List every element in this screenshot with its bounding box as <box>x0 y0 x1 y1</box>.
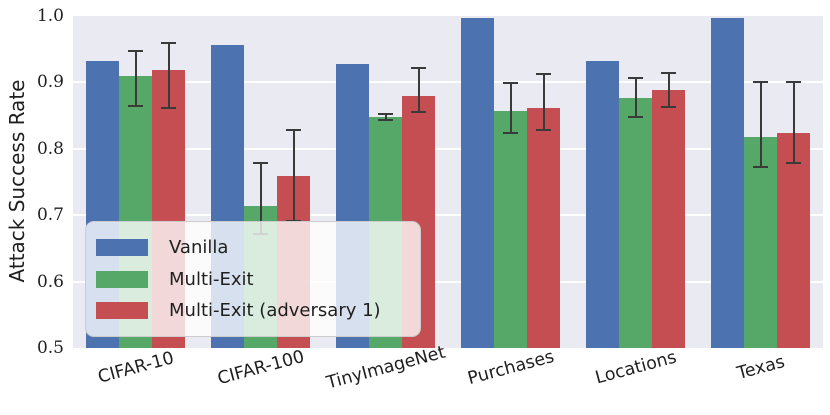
error-line <box>167 42 170 108</box>
y-tick-0.7: 0.7 <box>36 205 64 226</box>
legend-label-vanilla: Vanilla <box>169 236 229 258</box>
legend: Vanilla Multi-Exit Multi-Exit (adversary… <box>85 221 421 337</box>
y-axis-label: Attack Success Rate <box>5 79 29 283</box>
y-tick-1.0: 1.0 <box>36 6 64 26</box>
bar-slot-vanilla-locations <box>586 16 619 348</box>
error-line <box>509 83 512 133</box>
error-cap-bottom <box>536 129 551 132</box>
error-bar-multi-exit-texas <box>753 81 768 168</box>
y-tick-0.6: 0.6 <box>36 271 64 292</box>
x-tick-purchases: Purchases <box>465 346 556 390</box>
x-tick-texas: Texas <box>734 352 787 384</box>
error-line <box>292 130 295 222</box>
error-cap-top <box>161 41 176 44</box>
legend-swatch-multi-exit <box>96 270 148 288</box>
legend-row-vanilla: Vanilla <box>96 237 410 258</box>
gridline-0.9 <box>73 81 823 84</box>
bar-multi-exit-texas <box>744 136 777 348</box>
bar-slot-multi-exit-adversary-1-purchases <box>527 16 560 348</box>
bar-slot-multi-exit-adversary-1-texas <box>777 16 810 348</box>
legend-row-multi-exit: Multi-Exit <box>96 269 410 290</box>
error-bar-multi-exit-tinyimagenet <box>378 112 393 122</box>
error-cap-bottom <box>628 115 643 118</box>
error-line <box>792 81 795 163</box>
error-cap-top <box>503 82 518 85</box>
error-line <box>634 78 637 117</box>
bar-multi-exit-adversary-1-purchases <box>527 107 560 348</box>
y-tick-0.8: 0.8 <box>36 138 64 159</box>
x-tick-cifar-100: CIFAR-100 <box>214 346 307 390</box>
error-cap-top <box>378 112 393 115</box>
error-bar-multi-exit-locations <box>628 77 643 118</box>
bar-multi-exit-locations <box>619 98 652 348</box>
legend-row-multi-exit-adversary: Multi-Exit (adversary 1) <box>96 300 410 321</box>
error-cap-bottom <box>378 119 393 122</box>
error-bar-multi-exit-adversary-1-tinyimagenet <box>411 67 426 114</box>
error-line <box>134 51 137 107</box>
bar-slot-multi-exit-locations <box>619 16 652 348</box>
error-cap-top <box>128 50 143 53</box>
error-cap-bottom <box>128 105 143 108</box>
x-tick-tinyimagenet: TinyImageNet <box>323 342 448 394</box>
gridline-0.6 <box>73 280 823 283</box>
y-tick-0.5: 0.5 <box>36 338 64 358</box>
error-cap-bottom <box>411 111 426 114</box>
bar-slot-vanilla-purchases <box>461 16 494 348</box>
error-cap-bottom <box>661 105 676 108</box>
error-line <box>417 68 420 113</box>
bar-vanilla-locations <box>586 60 619 348</box>
error-cap-top <box>536 73 551 76</box>
bar-slot-multi-exit-texas <box>744 16 777 348</box>
group-purchases <box>448 16 573 348</box>
error-line <box>759 82 762 167</box>
legend-label-multi-exit: Multi-Exit <box>169 268 254 290</box>
error-cap-bottom <box>161 106 176 109</box>
group-texas <box>698 16 823 348</box>
bar-multi-exit-adversary-1-texas <box>777 132 810 348</box>
error-bar-multi-exit-adversary-1-cifar-100 <box>286 129 301 223</box>
legend-label-multi-exit-adversary: Multi-Exit (adversary 1) <box>169 300 381 322</box>
group-locations <box>573 16 698 348</box>
error-bar-multi-exit-purchases <box>503 82 518 134</box>
error-bar-multi-exit-adversary-1-locations <box>661 72 676 108</box>
bar-slot-multi-exit-purchases <box>494 16 527 348</box>
error-bar-multi-exit-adversary-1-texas <box>786 80 801 164</box>
bar-vanilla-texas <box>711 18 744 348</box>
error-cap-top <box>253 161 268 164</box>
error-line <box>667 73 670 107</box>
error-line <box>384 113 387 121</box>
gridline-0.8 <box>73 147 823 150</box>
error-cap-top <box>786 80 801 83</box>
error-cap-top <box>628 77 643 80</box>
error-bar-multi-exit-cifar-10 <box>128 50 143 108</box>
error-cap-bottom <box>786 161 801 164</box>
x-tick-locations: Locations <box>592 347 679 389</box>
error-cap-top <box>661 72 676 75</box>
x-tick-cifar-10: CIFAR-10 <box>95 348 176 388</box>
legend-swatch-vanilla <box>96 238 148 256</box>
error-cap-bottom <box>753 165 768 168</box>
error-cap-top <box>411 67 426 70</box>
error-line <box>542 74 545 131</box>
legend-swatch-multi-exit-adversary <box>96 302 148 320</box>
bar-slot-vanilla-texas <box>711 16 744 348</box>
bar-slot-multi-exit-adversary-1-locations <box>652 16 685 348</box>
gridline-0.7 <box>73 214 823 217</box>
error-line <box>259 162 262 235</box>
error-cap-top <box>286 129 301 132</box>
error-bar-multi-exit-adversary-1-cifar-10 <box>161 41 176 109</box>
bar-multi-exit-purchases <box>494 110 527 348</box>
y-tick-0.9: 0.9 <box>36 72 64 93</box>
error-cap-bottom <box>503 131 518 134</box>
error-bar-multi-exit-adversary-1-purchases <box>536 73 551 132</box>
bar-vanilla-purchases <box>461 18 494 348</box>
bar-multi-exit-adversary-1-locations <box>652 89 685 348</box>
error-cap-top <box>753 81 768 84</box>
plot-area: Vanilla Multi-Exit Multi-Exit (adversary… <box>73 16 823 348</box>
